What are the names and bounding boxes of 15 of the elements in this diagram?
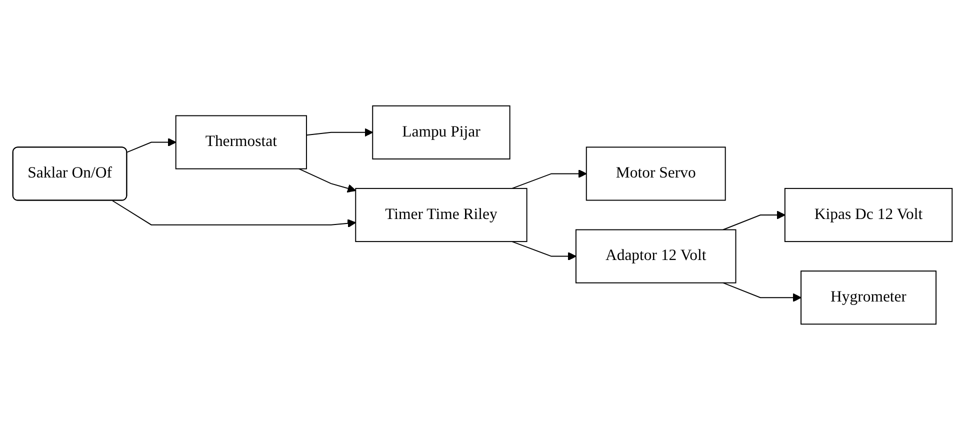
node-box: Kipas Dc 12 Volt	[784, 188, 953, 242]
arrow	[722, 210, 786, 230]
node-box: Hygrometer	[800, 270, 937, 325]
arrow	[112, 200, 356, 228]
arrow	[298, 168, 356, 193]
node-box: Timer Time Riley	[355, 188, 528, 242]
node-box: Lampu Pijar	[372, 105, 510, 160]
arrow	[306, 128, 374, 137]
arrow	[512, 241, 576, 261]
arrow	[512, 169, 587, 189]
node-box: Adaptor 12 Volt	[575, 229, 736, 284]
arrow	[722, 282, 802, 302]
arrow	[126, 138, 176, 153]
node-box: Thermostat	[175, 115, 307, 170]
node-box: Motor Servo	[586, 146, 726, 201]
